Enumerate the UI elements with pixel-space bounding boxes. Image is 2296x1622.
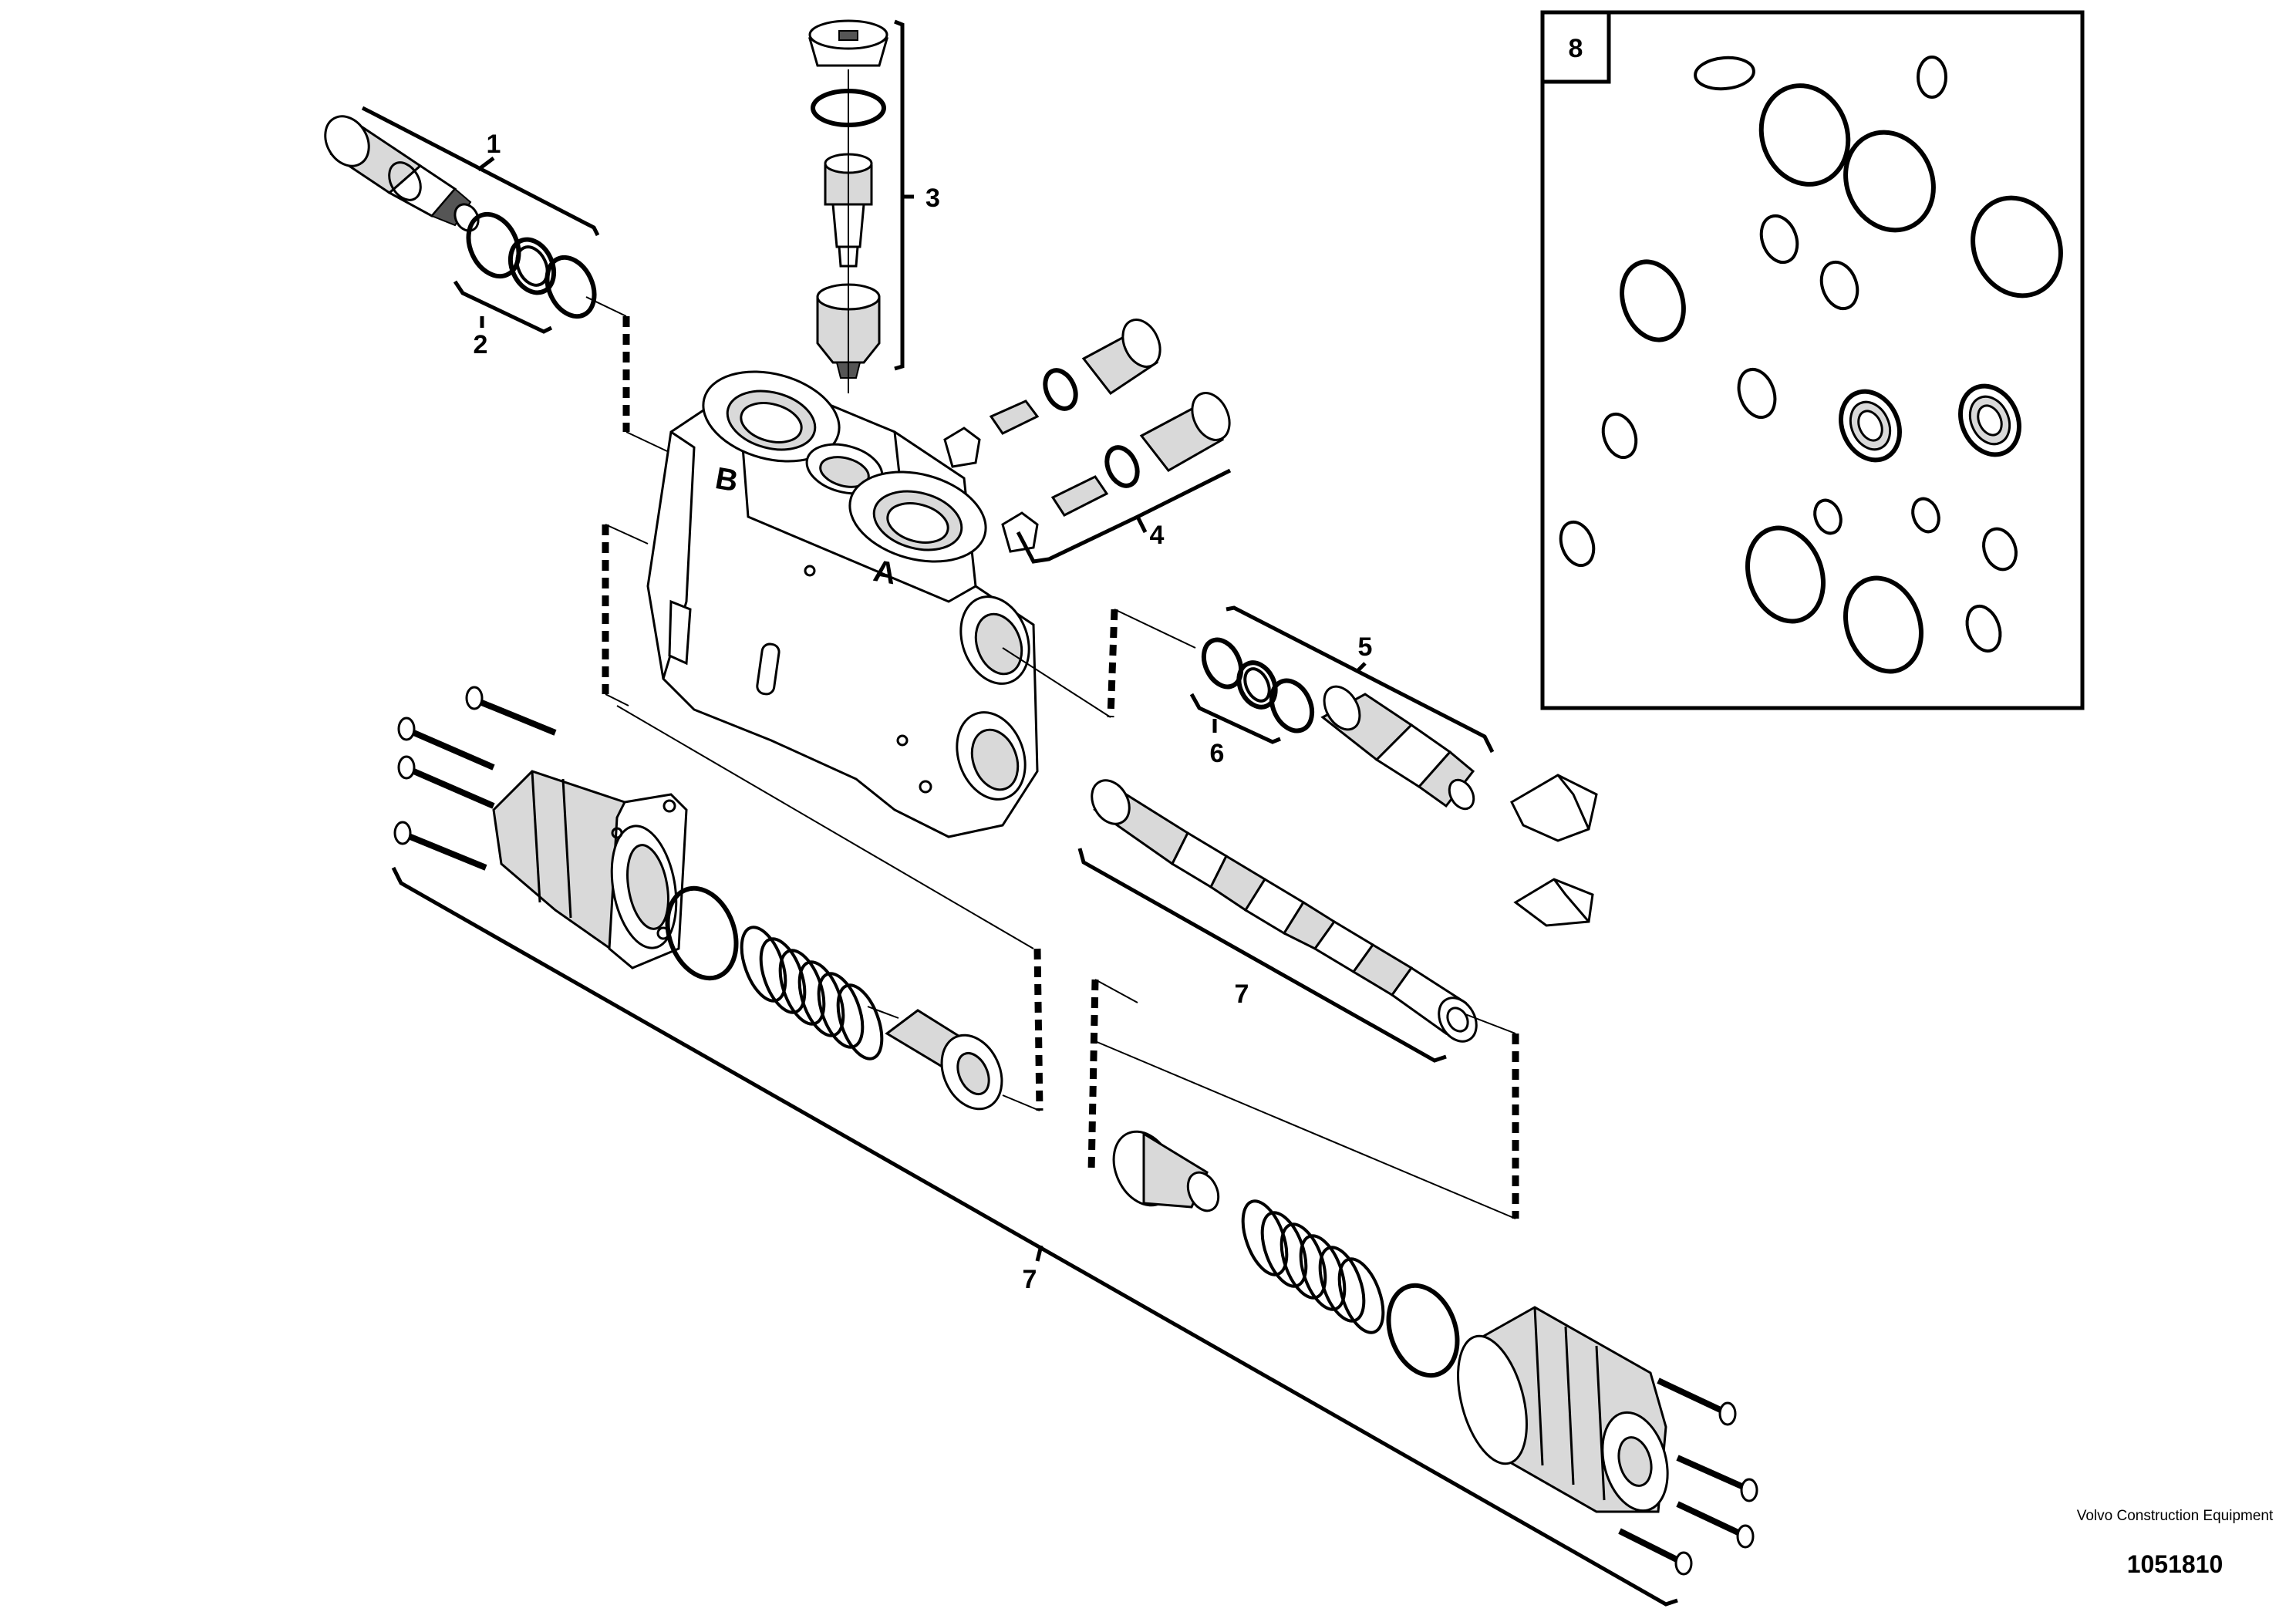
right-end-cap (1457, 1306, 1669, 1513)
callout-7a: 7 (1235, 980, 1249, 1009)
right-spring (1241, 1199, 1385, 1334)
callout-3: 3 (925, 184, 940, 213)
brand-name: Volvo Construction Equipment (2076, 1508, 2274, 1524)
left-spring (740, 926, 884, 1061)
o-ring-set (1559, 56, 2063, 674)
seal-kit-inset: 8 (1540, 10, 2085, 710)
item-5-relief-cartridge (1320, 685, 1475, 811)
bracket-6 (1189, 693, 1281, 744)
left-spring-seat (885, 1009, 1003, 1111)
bracket-7-long (391, 866, 1678, 1607)
callout-5: 5 (1358, 632, 1373, 662)
bracket-5 (1226, 605, 1495, 754)
bracket-2 (453, 280, 553, 334)
spool-assembly (1091, 779, 1478, 1043)
bracket-4 (1016, 468, 1232, 564)
retaining-clips (1510, 774, 1598, 927)
valve-housing: B A (646, 370, 1039, 838)
right-spring-seat (1112, 1130, 1220, 1212)
document-number: 1051810 (2126, 1550, 2224, 1578)
right-cap-bolts (1618, 1378, 1758, 1576)
bracket-7-spool (1077, 848, 1447, 1063)
callout-2: 2 (474, 330, 488, 359)
item-6-rings (1201, 637, 1315, 733)
lip-seal-pair (1839, 383, 2021, 463)
left-end-cap (492, 770, 688, 969)
left-o-ring (665, 885, 739, 981)
inset-frame (1540, 10, 2085, 710)
bracket-3 (894, 19, 905, 371)
callout-4: 4 (1150, 521, 1165, 550)
bracket-1 (361, 106, 600, 237)
leader-housing-to-item7 (616, 705, 1034, 949)
callout-8: 8 (1569, 34, 1583, 63)
callout-7b: 7 (1023, 1265, 1037, 1294)
callout-6: 6 (1210, 739, 1225, 768)
item-4-check-valves (943, 319, 1231, 553)
callout-1: 1 (487, 130, 501, 159)
relief-valve-cartridge (324, 115, 480, 232)
item-2-rings (466, 211, 597, 319)
left-cap-bolts (393, 686, 557, 871)
right-o-ring (1386, 1283, 1460, 1378)
inset-tag (1540, 10, 1611, 84)
